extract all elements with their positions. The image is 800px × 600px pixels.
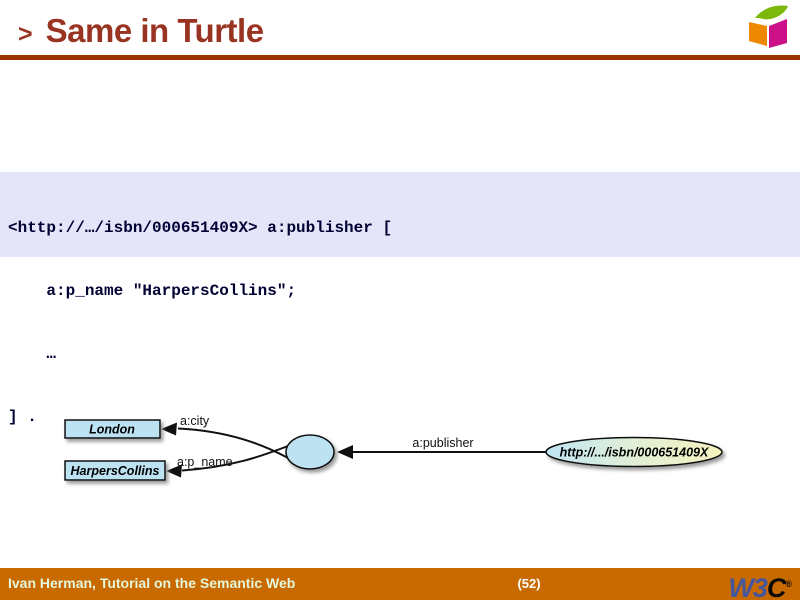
footer-bar: Ivan Herman, Tutorial on the Semantic We…: [0, 568, 800, 600]
edge-city-arrowhead-icon: [161, 422, 177, 436]
page-title: Same in Turtle: [45, 12, 264, 49]
node-harpers-box: [64, 460, 166, 481]
w3c-logo-w3: W3: [728, 573, 767, 600]
node-london-label: London: [89, 423, 135, 437]
slide-header: > Same in Turtle: [0, 0, 800, 60]
edge-label-pname: a:p_name: [177, 455, 233, 469]
code-line: ] .: [8, 408, 37, 426]
cube-left-face: [749, 22, 767, 46]
edge-label-publisher: a:publisher: [412, 436, 473, 450]
edge-pname-arrowhead-icon: [166, 464, 182, 478]
title-bullet: >: [18, 20, 33, 48]
node-harpers-label: HarpersCollins: [71, 464, 160, 478]
code-line: <http://…/isbn/000651409X> a:publisher [: [8, 219, 393, 237]
cube-leaf: [755, 5, 788, 20]
edge-city-line: [177, 427, 289, 459]
node-resource-ellipse: [545, 436, 723, 468]
page-number: (52): [517, 576, 541, 591]
w3c-logo-c: C: [766, 573, 786, 600]
cube-right-face: [769, 19, 787, 48]
edge-publisher-arrowhead-icon: [337, 445, 353, 459]
code-block: <http://…/isbn/000651409X> a:publisher […: [0, 172, 800, 426]
header-rule: [0, 55, 800, 60]
code-line: …: [8, 345, 57, 363]
node-london-box: [64, 419, 161, 439]
cube-logo-icon: [749, 5, 788, 48]
w3c-logo-superscript: ®: [785, 579, 792, 589]
w3c-logo: W3C®: [728, 569, 792, 600]
blank-node-ellipse: [285, 434, 335, 470]
rdf-graph-diagram: a:city a:p_name a:publisher London Harpe…: [64, 414, 723, 481]
title-row: > Same in Turtle: [0, 0, 800, 50]
edge-label-city: a:city: [180, 414, 210, 428]
footer-credit: Ivan Herman, Tutorial on the Semantic We…: [8, 575, 296, 591]
node-resource-label: http://.../isbn/000651409X: [560, 446, 709, 460]
code-line: a:p_name "HarpersCollins";: [8, 282, 297, 300]
edge-pname-line: [181, 445, 289, 472]
